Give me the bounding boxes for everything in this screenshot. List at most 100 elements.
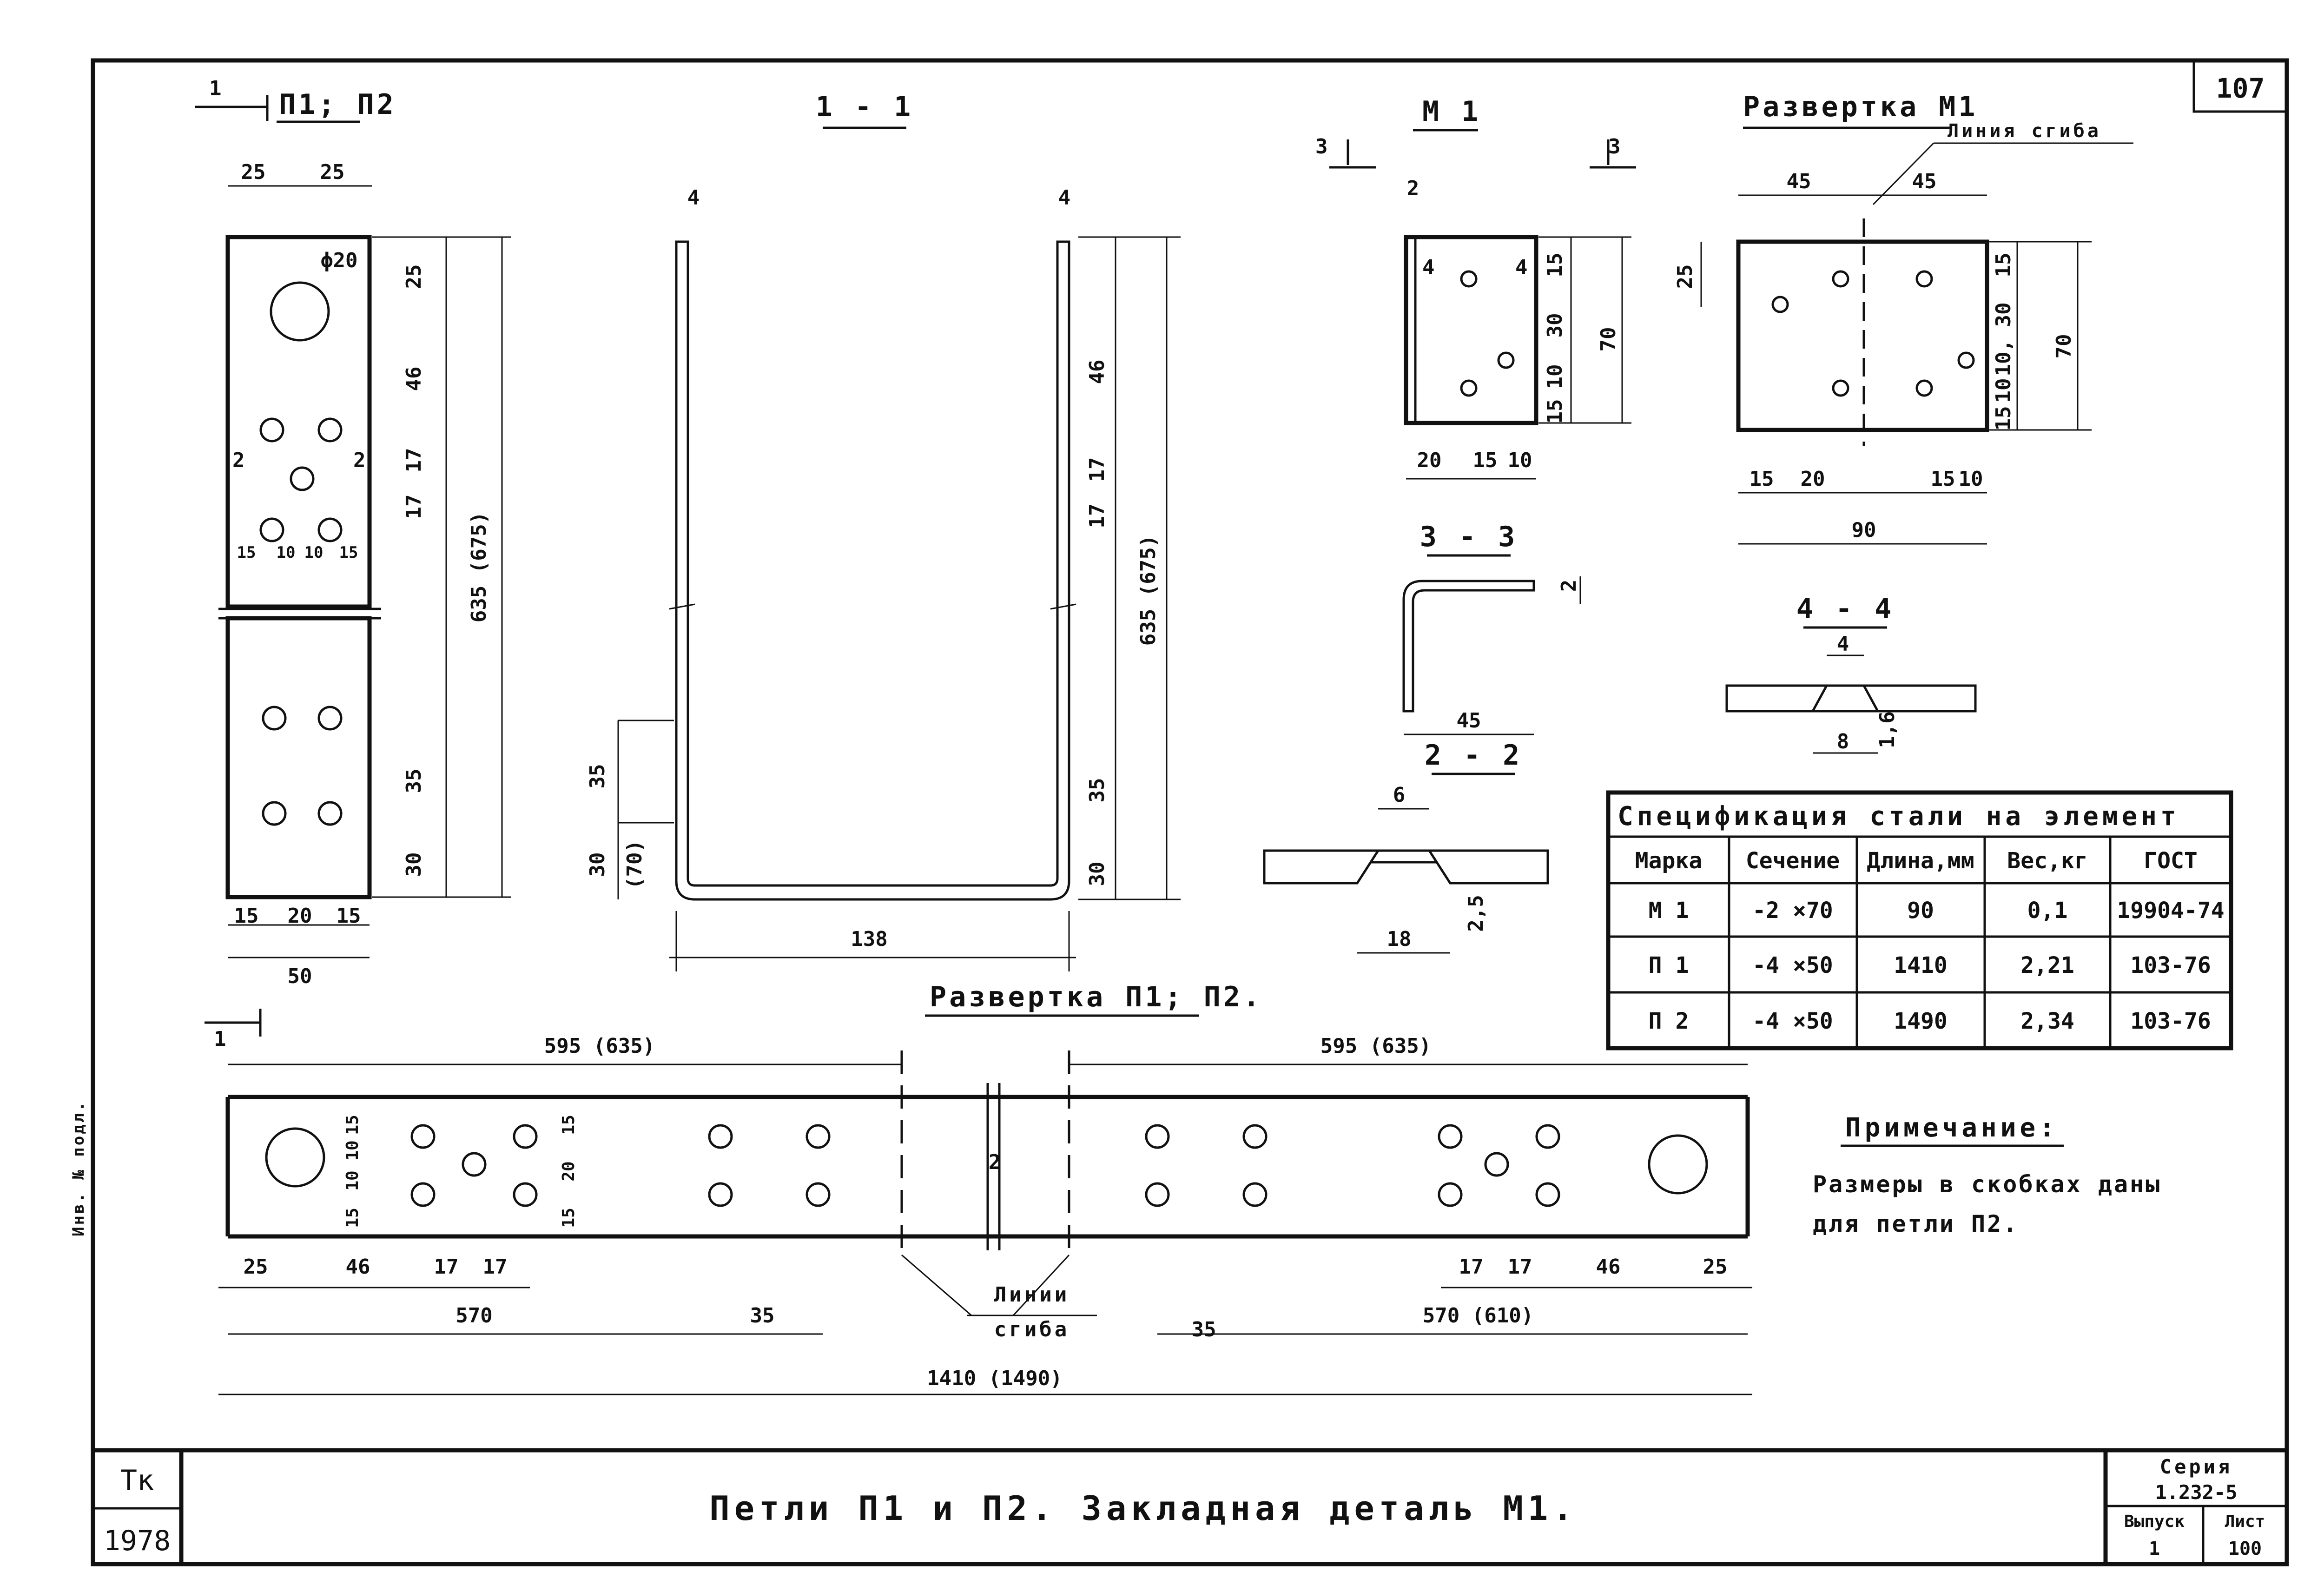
dim-razv-bottom-right-2: 46: [1596, 1255, 1621, 1279]
dim-p1p2-hole: ϕ20: [321, 249, 357, 272]
dim-razv-gap-1: 35: [1192, 1318, 1216, 1341]
dim-m1-bottom-0: 20: [1417, 449, 1442, 472]
dim-razv-mid-vert-2: 15: [559, 1208, 578, 1228]
sheet-value: 100: [2228, 1538, 2262, 1559]
section-4-4-title: 4 - 4: [1796, 593, 1895, 625]
dim-2-2-bottom: 18: [1387, 927, 1412, 951]
dim-razv-bottom-left-3: 17: [483, 1255, 508, 1279]
razv-m1-title: Развертка М1: [1743, 91, 1978, 123]
m1-title: М 1: [1422, 95, 1481, 128]
view-section-1-1: 1 - 1: [617, 91, 1181, 971]
dim-p1p2-right-5: 30: [402, 852, 426, 877]
dim-razv-m1-right-3: 15: [1992, 406, 2015, 431]
p1p2-section-mark-right: 2: [353, 449, 366, 472]
dim-m1-bottom-2: 10: [1508, 449, 1532, 472]
section-2-2-title: 2 - 2: [1425, 739, 1523, 772]
spec-cell: 2,21: [2020, 952, 2074, 978]
dim-razv-half-left: 595 (635): [544, 1034, 655, 1058]
dim-razv-gap-0: 35: [750, 1304, 775, 1328]
dim-p1p2-right-2: 17: [402, 448, 426, 473]
dim-p1p2-top-0: 25: [241, 160, 266, 184]
dim-razv-m1-right-1: 10, 30: [1992, 303, 2015, 377]
dim-razv-m1-bottom-3: 10: [1959, 467, 1983, 491]
dim-razv-run-right: 570 (610): [1423, 1304, 1533, 1328]
dim-razv-left-vert-1: 10: [343, 1140, 362, 1160]
dim-razv-half-right: 595 (635): [1320, 1034, 1431, 1058]
razv-break-mark: 2: [989, 1150, 1001, 1174]
dim-p1p2-row-1: 10: [277, 543, 296, 562]
spec-cell: -4 ×50: [1752, 952, 1833, 978]
series-label: Серия: [2160, 1455, 2232, 1478]
dim-p1p2-row-0: 15: [237, 543, 256, 562]
dim-m1-right-2: 10: [1543, 364, 1567, 389]
dim-m1-right-0: 15: [1543, 253, 1567, 277]
dim-p1p2-right-4: 35: [402, 769, 426, 793]
year-block-bottom: 1978: [104, 1525, 171, 1557]
dim-razv-m1-bottom-2: 15: [1931, 467, 1955, 491]
spec-cell: -4 ×50: [1752, 1008, 1833, 1034]
dim-p1p2-width: 50: [288, 964, 312, 988]
dim-razv-m1-top-0: 45: [1787, 170, 1811, 193]
m1-cut-left: 3: [1315, 135, 1328, 159]
dim-2-2-top: 6: [1393, 783, 1406, 807]
series-value: 1.232-5: [2155, 1481, 2237, 1504]
dim-1-1-right-3: 35: [1085, 778, 1109, 803]
spec-header-4: ГОСТ: [2144, 848, 2198, 874]
bend-lines-label-1: Линии: [994, 1283, 1070, 1307]
spec-cell: П 1: [1649, 952, 1689, 978]
m1-cut-right: 3: [1608, 135, 1621, 159]
dim-m1-thk: 2: [1407, 177, 1419, 200]
dim-1-1-left-0: 35: [586, 764, 609, 789]
dim-3-3-thk: 2: [1557, 580, 1581, 592]
dim-razv-m1-total: 70: [2052, 334, 2076, 359]
spec-cell: 103-76: [2130, 952, 2211, 978]
sheet-title: Петли П1 и П2. Закладная деталь М1.: [709, 1489, 1577, 1528]
dim-p1p2-total: 635 (675): [467, 512, 491, 622]
dim-p1p2-right-1: 46: [402, 367, 426, 391]
dim-m1-bottom-1: 15: [1473, 449, 1498, 472]
dim-m1-right-1: 30: [1543, 313, 1567, 338]
year-block-top: Тк: [120, 1464, 154, 1497]
dim-razv-bottom-left-2: 17: [434, 1255, 459, 1279]
dim-1-1-thickness-left: 4: [687, 186, 700, 210]
dim-p1p2-row-3: 15: [339, 543, 358, 562]
issue-label: Выпуск: [2124, 1512, 2185, 1531]
razv-cut-mark: 1: [214, 1027, 226, 1051]
spec-cell: 90: [1907, 898, 1934, 924]
razv-p1p2-title: Развертка П1; П2.: [930, 981, 1262, 1013]
dim-razv-m1-width: 90: [1852, 518, 1876, 542]
dim-3-3-width: 45: [1457, 709, 1481, 733]
dim-razv-m1-left: 25: [1673, 264, 1697, 289]
dim-p1p2-right-3: 17: [402, 495, 426, 519]
dim-razv-bottom-right-3: 25: [1703, 1255, 1728, 1279]
dim-1-1-bottom: 138: [851, 927, 887, 951]
dim-4-4-depth: 1,6: [1875, 711, 1899, 748]
spec-cell: 2,34: [2020, 1008, 2074, 1034]
bend-lines-label-2: сгиба: [994, 1318, 1070, 1341]
dim-m1-total: 70: [1597, 327, 1620, 352]
dim-p1p2-top-1: 25: [320, 160, 345, 184]
dim-p1p2-bottom-0: 15: [234, 904, 259, 928]
spec-cell: 1490: [1894, 1008, 1948, 1034]
dim-razv-m1-bottom-1: 20: [1801, 467, 1825, 491]
razv-m1-bend-line: Линия сгиба: [1948, 120, 2101, 142]
dim-p1p2-right-0: 25: [402, 264, 426, 289]
dim-razv-m1-top-1: 45: [1912, 170, 1937, 193]
note-line-1: Размеры в скобках даны: [1813, 1171, 2161, 1198]
spec-header-1: Сечение: [1746, 848, 1840, 874]
dim-1-1-right-0: 46: [1085, 360, 1109, 384]
view-razv-m1: Развертка М1 Линия сгиба: [1700, 91, 2133, 545]
spec-header-2: Длина,мм: [1867, 848, 1974, 874]
view-m1: М 1 3 3: [1315, 95, 1636, 480]
spec-cell: 1410: [1894, 952, 1948, 978]
p1p2-title: П1; П2: [279, 88, 396, 121]
dim-razv-m1-bottom-0: 15: [1750, 467, 1774, 491]
dim-razv-mid-vert-0: 15: [559, 1115, 578, 1135]
dim-m1-right-3: 15: [1543, 399, 1567, 424]
dim-p1p2-bottom-1: 20: [288, 904, 312, 928]
dim-razv-bottom-left-0: 25: [244, 1255, 268, 1279]
spec-table-title: Спецификация стали на элемент: [1618, 801, 2180, 832]
dim-razv-bottom-right-0: 17: [1459, 1255, 1484, 1279]
m1-mark-right: 4: [1515, 256, 1528, 279]
